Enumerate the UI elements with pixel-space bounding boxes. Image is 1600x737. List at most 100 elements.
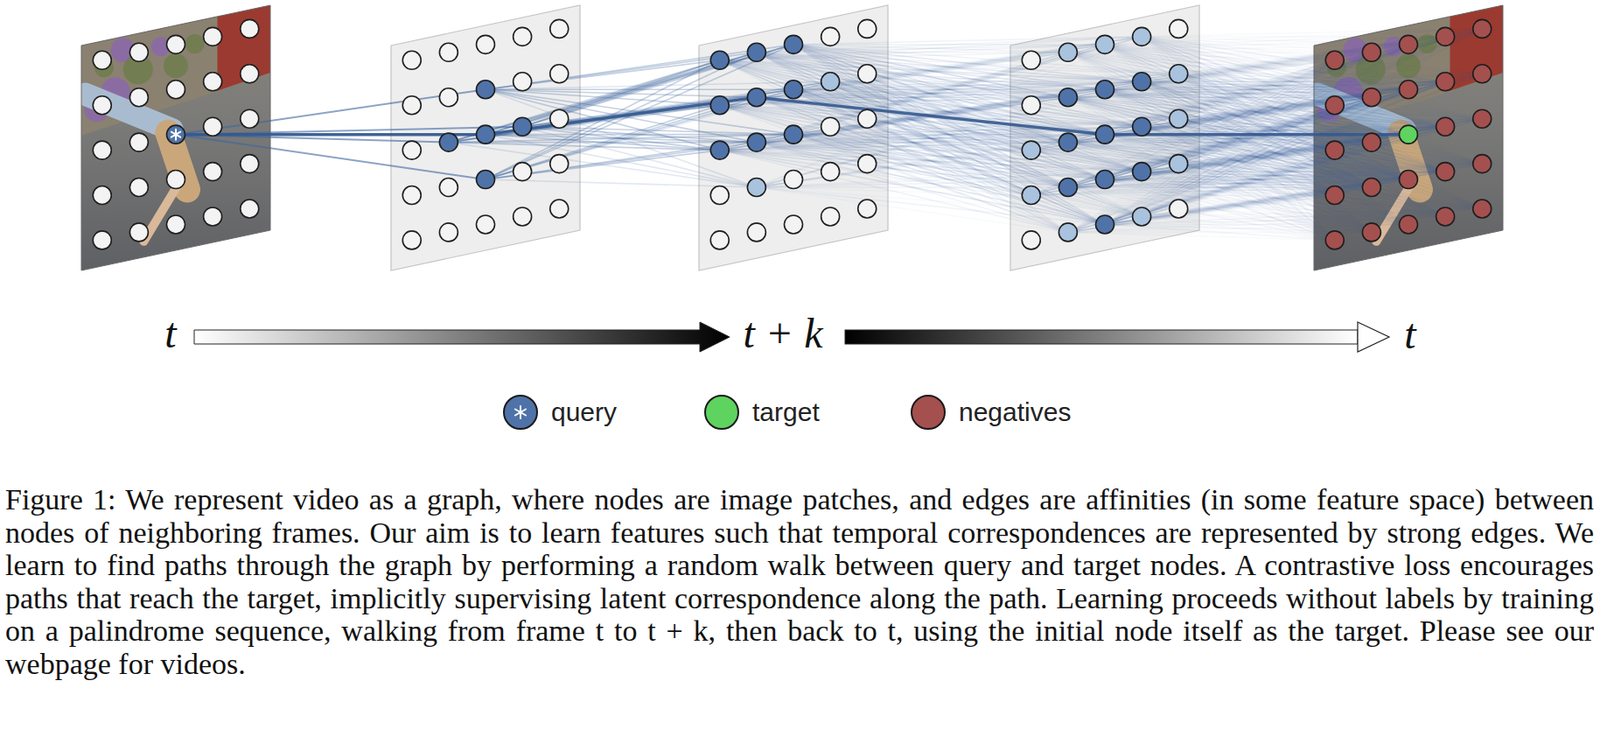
patch-dot [476, 34, 496, 54]
affinity-edges [175, 28, 1482, 240]
patch-dot [92, 140, 112, 160]
frame-ground [81, 5, 271, 271]
patch-dot [203, 27, 223, 46]
patch-dot [1058, 223, 1077, 242]
patch-dot [167, 170, 186, 189]
query-star [171, 132, 181, 138]
patch-dot [1473, 19, 1492, 38]
frame-border [81, 5, 271, 271]
patch-dot [1096, 170, 1115, 189]
patch-dot [821, 27, 840, 46]
affinity-line [756, 187, 1105, 224]
affinity-line [1141, 36, 1446, 172]
patch-dot [1473, 199, 1492, 218]
patch-dot [1021, 50, 1041, 70]
video-frame-faded [391, 5, 580, 271]
patch-dot [402, 140, 421, 160]
patch-dot [1436, 27, 1455, 46]
time-label: t [164, 312, 176, 355]
patch-dot [240, 109, 259, 128]
patch-dot [710, 50, 729, 70]
patch-nodes [92, 19, 1491, 249]
patch-dot [1325, 230, 1344, 250]
patch-dot [1362, 132, 1381, 152]
patch-dot [858, 64, 877, 84]
patch-dot [513, 117, 532, 136]
patch-dot [1362, 42, 1381, 62]
patch-dot [92, 96, 112, 115]
affinity-line [1068, 44, 1409, 233]
patch-dot [1436, 72, 1455, 91]
figure-caption: Figure 1: We represent video as a graph,… [5, 482, 1594, 681]
patch-dot [1058, 88, 1077, 107]
patch-dot [240, 199, 259, 218]
patch-dot [747, 88, 766, 107]
patch-dot [1021, 96, 1041, 115]
patch-dot [1473, 154, 1492, 174]
patch-dot [747, 42, 766, 62]
patch-dot [203, 72, 223, 91]
affinity-line [1068, 28, 1482, 233]
wall [81, 15, 224, 136]
affinity-line [1104, 44, 1409, 180]
patch-dot [784, 215, 804, 234]
patch-dot [1096, 80, 1115, 99]
patch-dot [240, 19, 259, 38]
affinity-line [756, 142, 1069, 233]
affinity-line [1104, 28, 1482, 180]
patch-dot [1096, 215, 1115, 234]
patch-dot [167, 34, 186, 54]
video-frame-photo [81, 5, 271, 271]
patch-dot [1169, 19, 1188, 38]
patch-dot [1058, 42, 1077, 62]
affinity-line [1141, 209, 1482, 217]
affinity-line [1141, 28, 1482, 172]
affinity-line [485, 89, 757, 188]
patch-dot [784, 80, 804, 99]
patch-dot [402, 185, 421, 204]
patch-dot [1473, 109, 1492, 128]
patch-dot [439, 223, 458, 242]
patch-dot [129, 178, 148, 197]
patch-dot [784, 170, 804, 189]
patch-dot [747, 132, 766, 152]
affinity-line [1141, 28, 1482, 37]
patch-dot [1436, 117, 1455, 136]
patch-dot [1325, 96, 1344, 115]
patch-dot [129, 223, 148, 242]
patch-dot [167, 125, 186, 144]
patch-dot [1473, 64, 1492, 84]
patch-dot [550, 109, 569, 128]
patch-dot [821, 207, 840, 226]
legend-swatch [704, 394, 740, 430]
patch-dot [710, 140, 729, 160]
affinity-line [1104, 89, 1409, 224]
patch-dot [1436, 207, 1455, 226]
patch-dot [1325, 50, 1344, 70]
patch-dot [402, 96, 421, 115]
patch-dot [167, 215, 186, 234]
flowers [185, 34, 205, 54]
patch-dot [92, 185, 112, 204]
patch-dot [513, 207, 532, 226]
patch-dot [92, 50, 112, 70]
affinity-line [1068, 36, 1446, 188]
patch-dot [240, 64, 259, 84]
patch-dot [1399, 125, 1419, 144]
patch-dot [129, 42, 148, 62]
patch-dot [203, 162, 223, 182]
patch-dot [1362, 223, 1381, 242]
affinity-line [1104, 28, 1482, 225]
patch-dot [402, 230, 421, 250]
affinity-line [1141, 28, 1482, 217]
query-star-stroke [515, 409, 526, 416]
time-arrow-head-back [1357, 321, 1390, 352]
patch-dot [1021, 230, 1041, 250]
affinity-line [1104, 52, 1372, 225]
patch-dot [402, 50, 421, 70]
legend-item: query [503, 394, 617, 430]
patch-dot [1436, 162, 1455, 182]
patch-dot [513, 162, 532, 182]
patch-dot [439, 132, 458, 152]
patch-dot [1132, 117, 1152, 136]
